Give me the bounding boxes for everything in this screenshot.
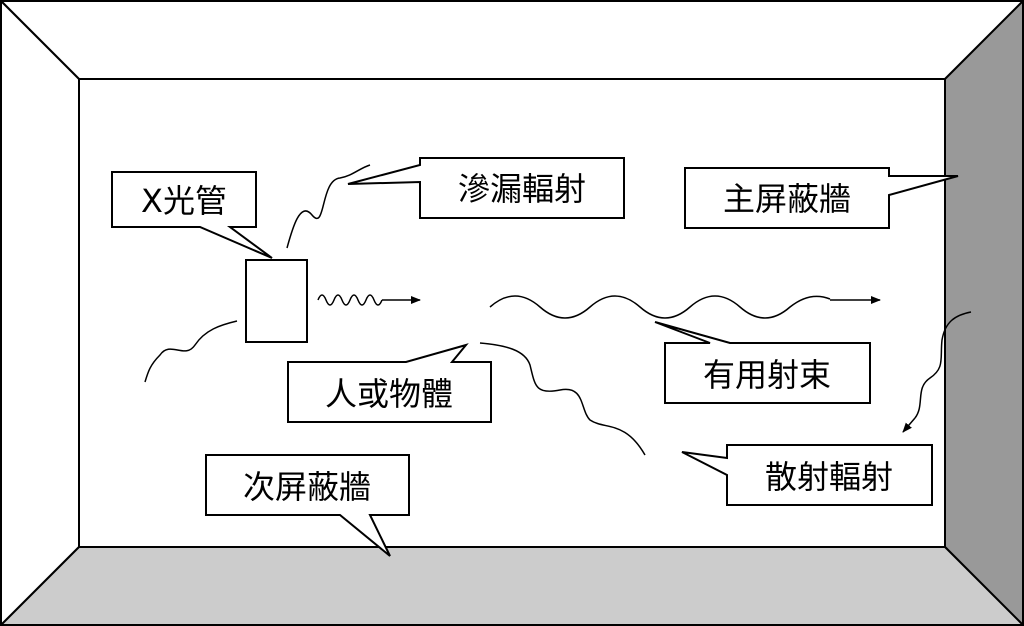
tube-output-wave [317,294,383,306]
callout-scattered-radiation: 散射輻射 [681,444,933,506]
label-patient-or-object: 人或物體 [325,375,453,413]
useful-beam-wave [489,295,831,319]
left-wall [0,0,80,626]
leakage-radiation-wave-left [144,320,238,383]
label-primary-barrier: 主屏蔽牆 [723,180,851,218]
label-secondary-barrier: 次屏蔽牆 [243,468,371,506]
callout-useful-beam: 有用射束 [654,321,871,404]
label-useful-beam: 有用射束 [703,356,831,394]
label-xray-tube: X光管 [141,182,227,220]
label-leakage-radiation: 滲漏輻射 [458,170,586,208]
callout-leakage-radiation: 滲漏輻射 [347,157,625,219]
right-wall-primary-barrier [944,0,1024,626]
callout-patient-or-object: 人或物體 [287,343,492,423]
ceiling [0,0,1024,80]
callout-secondary-barrier: 次屏蔽牆 [205,454,410,557]
reflected-scatter-arrow [902,417,916,433]
callout-primary-barrier: 主屏蔽牆 [684,167,959,229]
leakage-radiation-wave [286,164,371,249]
reflected-scatter-wave [914,311,972,419]
xray-tube [245,259,308,343]
scattered-radiation-wave [479,342,646,456]
callout-xray-tube: X光管 [111,171,273,259]
label-scattered-radiation: 散射輻射 [765,458,893,496]
floor-secondary-barrier [0,546,1024,626]
